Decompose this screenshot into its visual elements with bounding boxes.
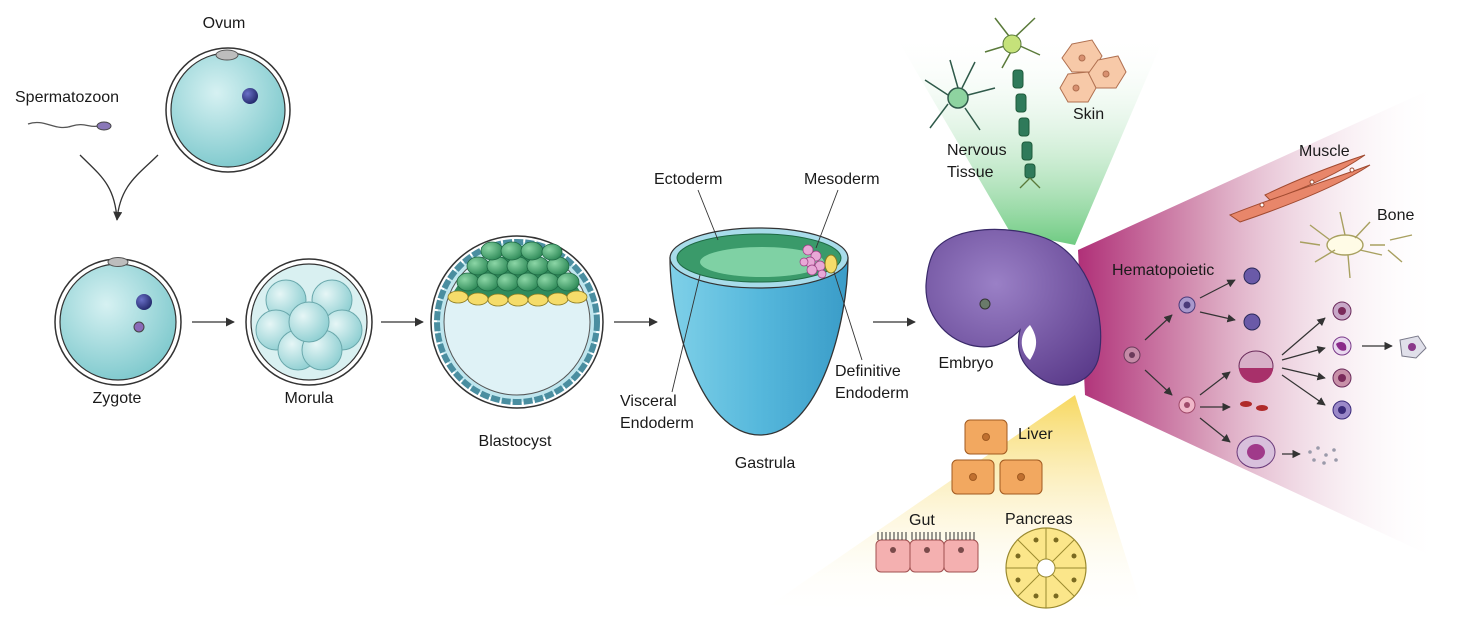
muscle-illustration [1228,154,1371,223]
bone-label: Bone [1377,207,1414,224]
hematopoietic-label: Hematopoietic [1112,262,1214,279]
neuron-illustration [924,59,996,131]
gastrula-label: Gastrula [735,455,796,472]
myelinated-neuron-illustration [984,17,1041,189]
blastocyst-label: Blastocyst [479,433,552,450]
gastrula [669,227,849,436]
spermatozoon-label: Spermatozoon [15,89,119,106]
endoderm-fan [770,395,1145,618]
ectoderm-pointer [697,189,719,241]
nervous-tissue-label-2: Tissue [947,164,994,181]
muscle-label: Muscle [1299,143,1350,160]
embryo [925,228,1102,386]
liver-cells-illustration [951,419,1043,495]
visceral-endoderm-label-2: Endoderm [620,415,694,432]
visceral-endoderm-pointer [671,274,701,393]
gut-label: Gut [909,512,935,529]
definitive-endoderm-label-2: Endoderm [835,385,909,402]
mesoderm-pointer [815,189,839,249]
pancreas-acinus-illustration [1005,527,1087,609]
embryo-label: Embryo [938,355,993,372]
visceral-endoderm-label-1: Visceral [620,393,677,410]
skin-cells-illustration [1059,39,1127,103]
spermatozoon [27,121,112,131]
definitive-endoderm-label-1: Definitive [835,363,901,380]
ovum [165,47,291,173]
hematopoietic-tree [1123,267,1427,469]
morula [245,258,373,386]
morula-label: Morula [285,390,334,407]
bone-cell-illustration [1299,211,1413,279]
blastocyst [430,235,604,409]
nervous-tissue-label-1: Nervous [947,142,1007,159]
fertilization-arrow [79,154,159,220]
pancreas-label: Pancreas [1005,511,1073,528]
ovum-label: Ovum [203,15,246,32]
definitive-endoderm-pointer [833,271,863,361]
ectoderm-fan [895,35,1165,245]
ectoderm-label: Ectoderm [654,171,722,188]
skin-label: Skin [1073,106,1104,123]
liver-label: Liver [1018,426,1053,443]
zygote-label: Zygote [93,390,142,407]
mesoderm-label: Mesoderm [804,171,880,188]
gut-cells-illustration [875,532,979,573]
zygote [54,257,182,386]
